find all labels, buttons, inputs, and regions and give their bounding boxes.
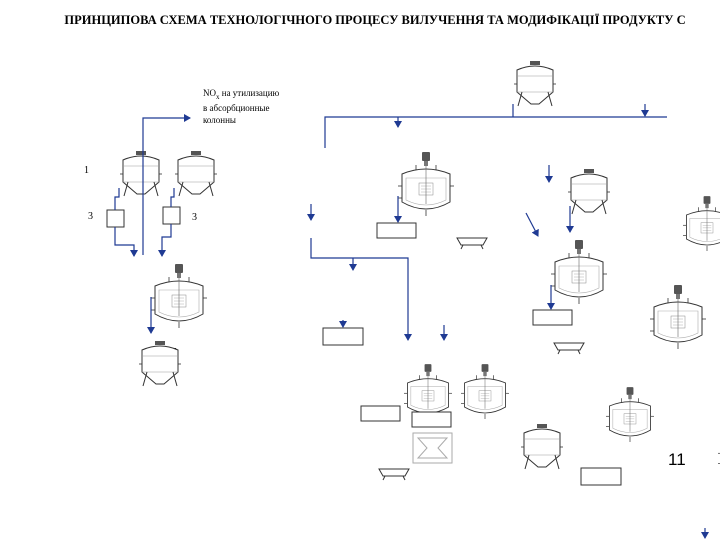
tank-2-icon: [174, 150, 218, 197]
filter-box-5: [411, 411, 452, 428]
reactor-c-icon: [682, 195, 720, 252]
pipe-tank2-doser: [170, 188, 175, 207]
dosing-box-right: [162, 206, 181, 225]
reactor-f-icon: [403, 363, 453, 420]
pipe-doser-reactor-right: [158, 224, 172, 257]
top-feed-tank-icon: [513, 60, 557, 107]
filter-box-1: [376, 222, 417, 239]
label-3-right: 3: [192, 212, 197, 223]
label-3-left: 3: [88, 211, 93, 222]
scheme-title: ПРИНЦИПОВА СХЕМА ТЕХНОЛОГІЧНОГО ПРОЦЕСУ …: [64, 13, 686, 27]
reactor-d-icon: [550, 239, 608, 305]
tank-1-icon: [119, 150, 163, 197]
tank-j-icon: [520, 423, 564, 470]
pipe-doser-reactor-left: [114, 227, 138, 257]
exhaust-note: NOx на утилизацию в абсорбционные колонн…: [203, 88, 283, 126]
dryer-3-icon: [378, 468, 410, 481]
pipe-feed-reactor-d: [525, 212, 539, 237]
reactor-h-icon: [605, 386, 655, 443]
dosing-box-left: [106, 209, 125, 228]
filter-box-6: [580, 467, 622, 486]
tank-b-icon: [567, 168, 611, 215]
tank-5-icon: [138, 340, 182, 387]
separator-icon: [412, 432, 453, 464]
filter-box-3: [322, 327, 364, 346]
pipe-tank1-doser: [114, 188, 120, 210]
reactor-4-icon: [150, 263, 208, 329]
filter-box-2: [532, 309, 573, 326]
filter-box-4: [360, 405, 401, 422]
dryer-1-icon: [456, 237, 488, 250]
dryer-2-icon: [553, 342, 585, 355]
reactor-e-icon: [649, 284, 707, 350]
pipe-distribution: [310, 238, 412, 341]
reactor-g-icon: [460, 363, 510, 420]
main-header-pipe: [324, 116, 667, 148]
note-formula: NO: [203, 88, 216, 98]
pipe-exhaust-nox: [142, 114, 191, 255]
label-1: 1: [84, 165, 89, 176]
note-subscript: x: [216, 92, 220, 101]
reactor-a-icon: [397, 151, 455, 217]
page-number: 11: [668, 450, 686, 469]
note-text: на утилизацию в абсорбционные колонны: [203, 88, 280, 125]
